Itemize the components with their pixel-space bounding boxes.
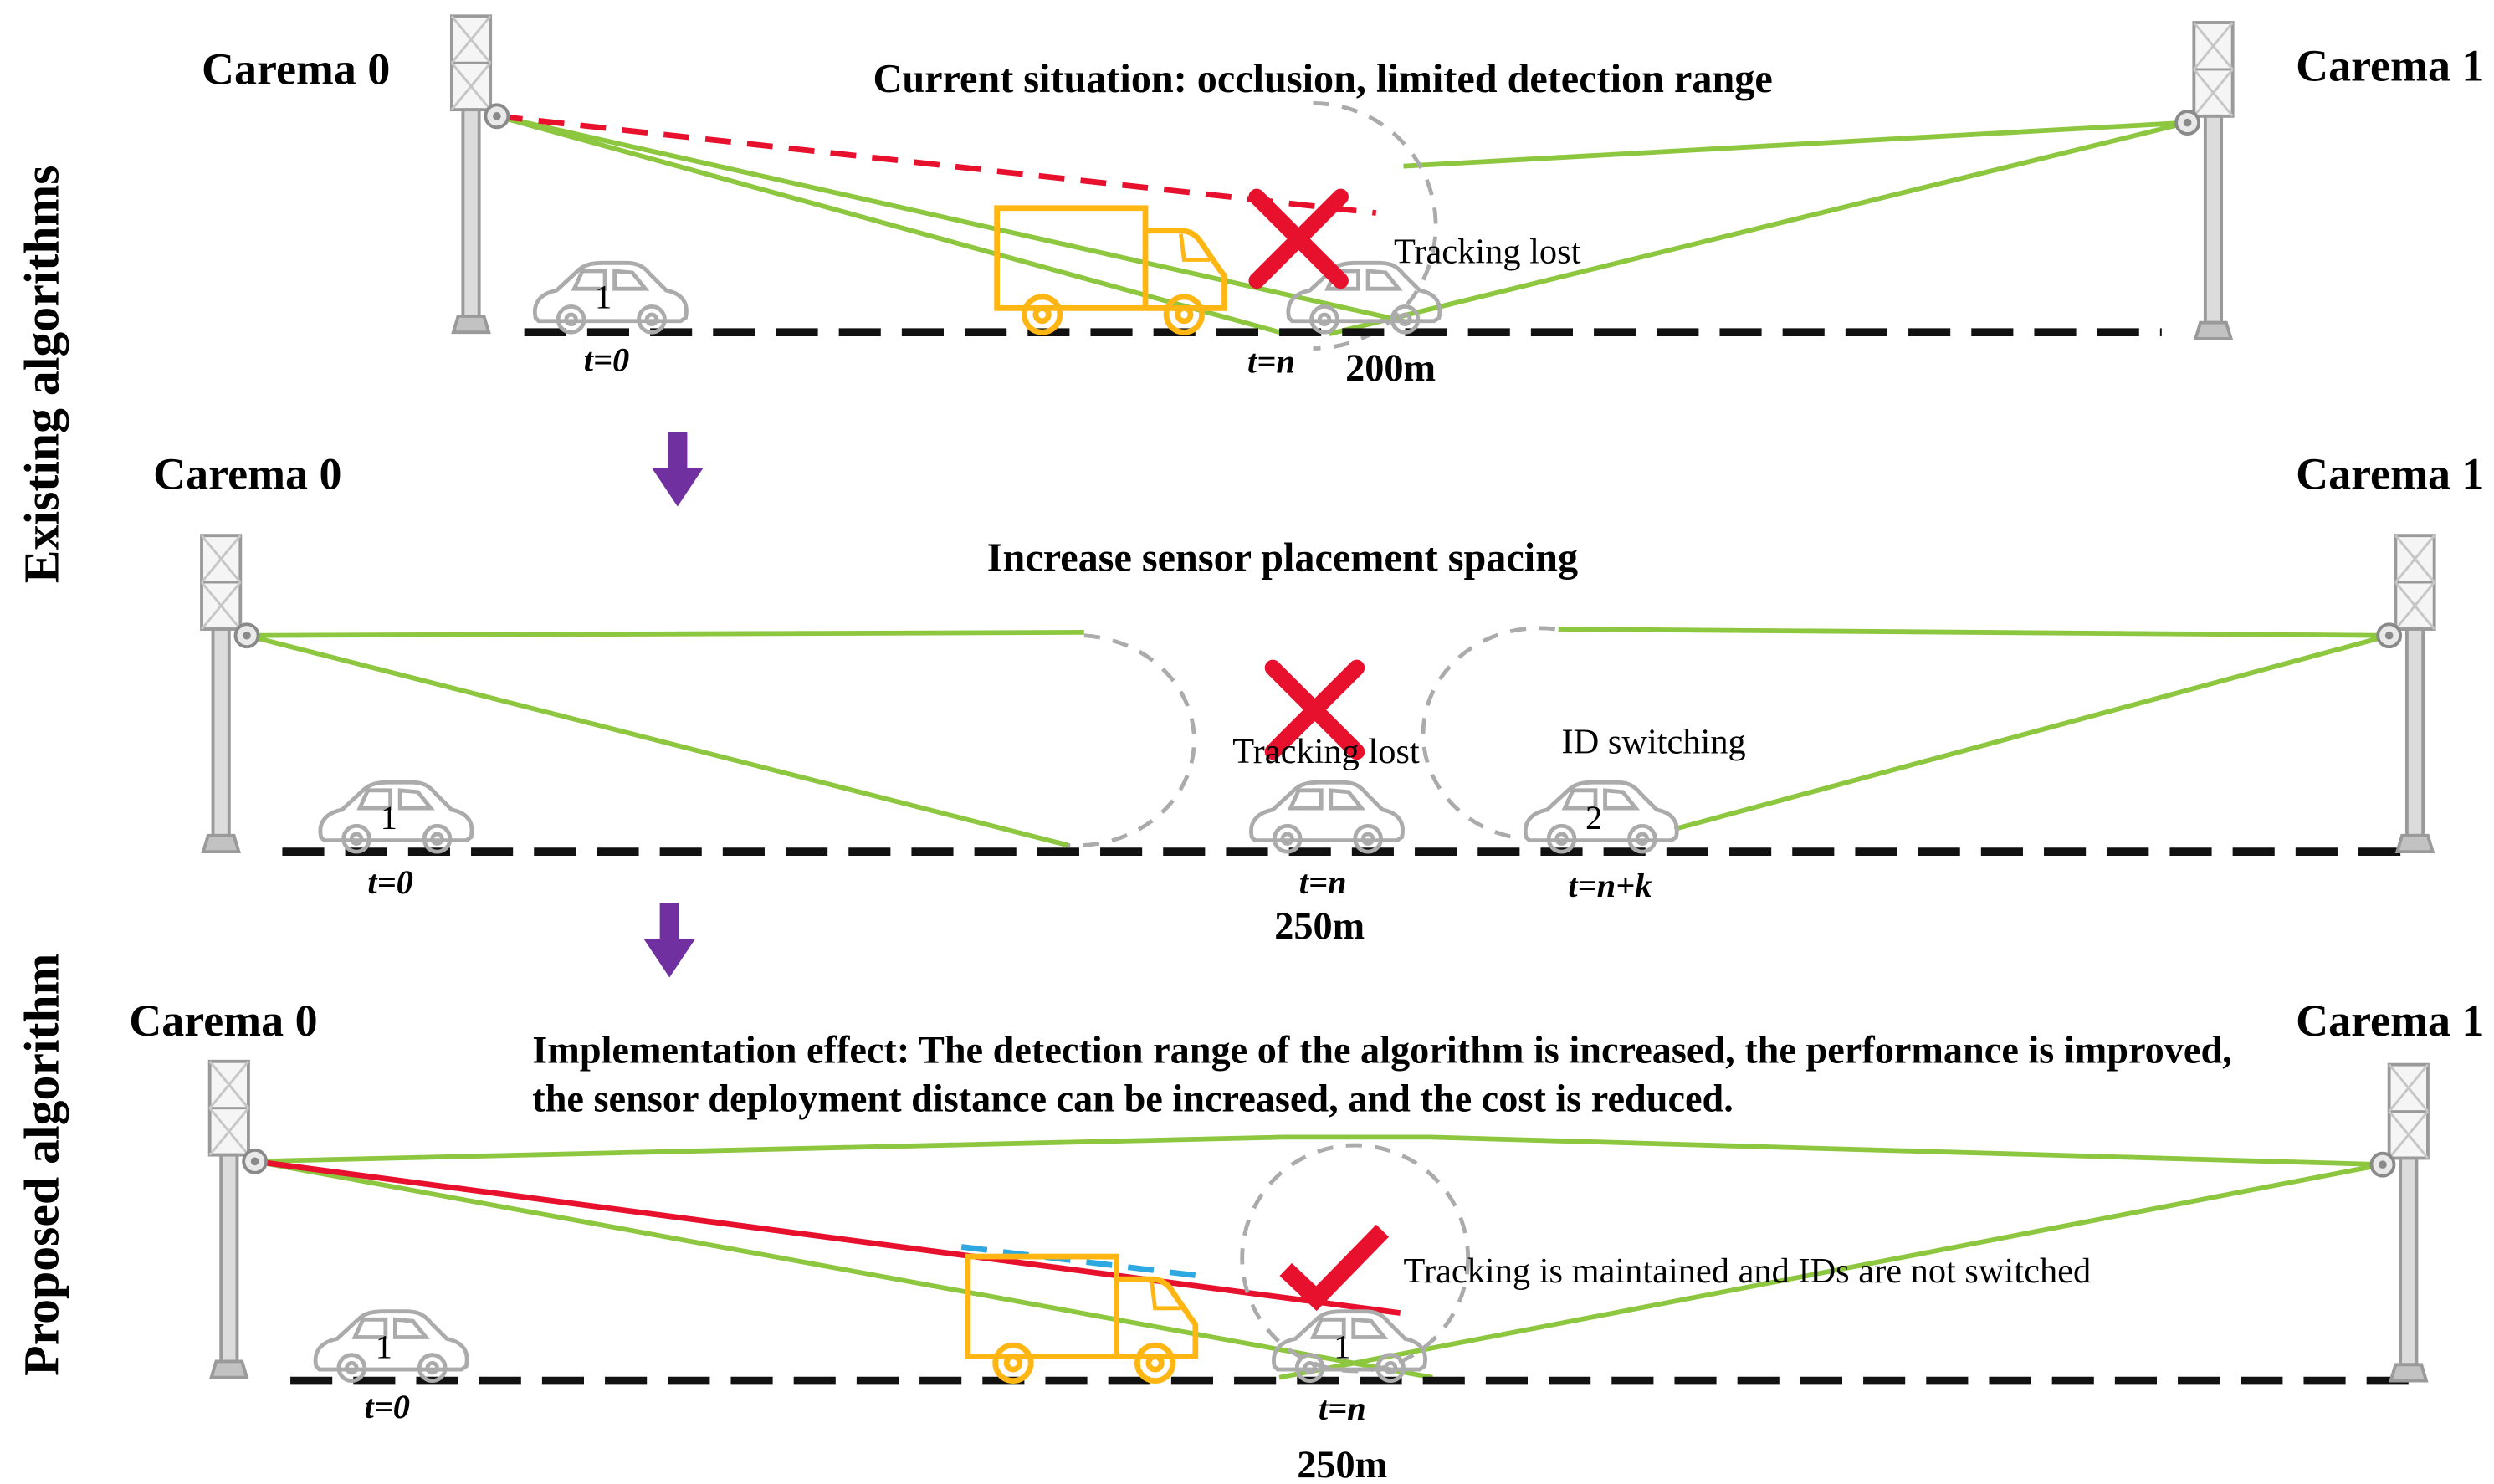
down-arrow-icon [643,903,696,978]
down-arrow-icon [651,432,704,507]
panel-title: Increase sensor placement spacing [987,536,1578,581]
camera-pole-icon [2369,1062,2430,1383]
fov-line [1558,627,2389,638]
tn-label: t=n [1299,863,1347,901]
car-icon [1288,263,1440,332]
panel-proposed-effect: Carema 0 Carema 1 Implementation effect:… [129,995,2484,1484]
side-label-existing: Existing algorithms [13,165,69,583]
car-id-switched: 2 [1585,799,1602,837]
t0-label: t=0 [364,1388,410,1425]
tracking-lost-label: Tracking lost [1394,232,1581,271]
panel-title-line2: the sensor deployment distance can be in… [532,1078,1734,1121]
fov-line [496,114,1287,336]
panel-title-line1: Implementation effect: The detection ran… [532,1030,2231,1072]
fov-edge-arc [1421,626,1556,842]
fov-edge-arc [1068,633,1196,848]
fov-top-edge [254,1134,2384,1168]
camera0-label: Carema 0 [153,448,341,499]
fov-line [246,632,1069,848]
camera1-label: Carema 1 [2296,995,2484,1046]
car-id: 1 [381,799,397,837]
panel-increase-spacing: Carema 0 Carema 1 Increase sensor placem… [153,448,2484,948]
fov-line [1673,632,2390,832]
occluded-sightline [496,113,1377,216]
fov-line [247,629,1084,638]
car-icon [1251,782,1402,852]
panel-title: Current situation: occlusion, limited de… [873,57,1773,101]
id-switching-label: ID switching [1561,722,1745,761]
t0-label: t=0 [367,863,413,901]
t0-label: t=0 [584,341,630,379]
camera-pole-icon [207,1059,269,1379]
tracking-lost-label: Tracking lost [1232,732,1420,771]
tn-label: t=n [1247,342,1295,380]
distance-label: 250m [1297,1444,1387,1484]
check-icon [1286,1231,1383,1298]
panel-current-situation: Carema 0 Carema 1 Current situation: occ… [202,14,2484,390]
car-id: 1 [595,278,612,315]
camera0-label: Carema 0 [202,43,390,94]
camera-pole-icon [200,534,260,854]
truck-icon [968,1256,1196,1380]
camera0-label: Carema 0 [129,995,317,1046]
fov-line [1329,120,2189,336]
distance-label: 200m [1345,347,1436,390]
fov-lines [254,1134,2384,1380]
tn-label: t=n [1319,1389,1366,1427]
fov-lines [496,114,2189,336]
red-x-icon [1257,197,1340,280]
tracking-maintained-label: Tracking is maintained and IDs are not s… [1404,1251,2092,1291]
camera-pole-icon [2174,21,2235,340]
tnk-label: t=n+k [1568,867,1652,904]
fov-lines [246,627,2390,848]
distance-label: 250m [1274,905,1365,948]
car-id: 1 [376,1328,392,1366]
camera-pole-icon [449,14,510,335]
camera-pole-icon [2376,534,2436,854]
fov-line [1278,1162,2384,1380]
fov-line [254,1159,1433,1380]
camera1-label: Carema 1 [2296,40,2484,90]
truck-icon [997,208,1225,332]
camera1-label: Carema 1 [2296,448,2484,499]
fov-line [1403,120,2188,169]
maintained-sightline [254,1158,1401,1316]
side-label-proposed: Proposed algorithm [13,954,69,1376]
car-id: 1 [1334,1328,1350,1366]
